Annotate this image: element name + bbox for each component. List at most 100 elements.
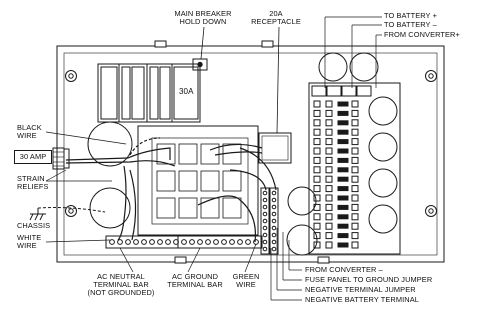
fuse-terminal xyxy=(313,175,321,183)
fuse-terminal xyxy=(351,166,359,174)
terminal-screw xyxy=(173,239,179,245)
fuse-terminal xyxy=(325,222,333,230)
terminal-screw xyxy=(181,239,187,245)
fuse xyxy=(337,176,349,182)
breaker-slot xyxy=(200,197,220,219)
to-battery-positive-label: TO BATTERY + xyxy=(384,11,438,20)
from-converter-positive-label: FROM CONVERTER+ xyxy=(384,30,460,39)
negative-screw xyxy=(271,197,277,203)
fuse xyxy=(337,139,349,145)
negative-battery-terminal-label: NEGATIVE BATTERY TERMINAL xyxy=(305,295,419,304)
fuse-terminal xyxy=(313,156,321,164)
negative-screw xyxy=(262,225,268,231)
breaker-rating-label: 30A xyxy=(179,87,194,96)
branch-breaker-grid xyxy=(156,143,242,219)
fuse-terminal xyxy=(313,119,321,127)
thirty-amp-cord xyxy=(52,147,65,170)
fuse-terminal xyxy=(325,241,333,249)
negative-screw xyxy=(271,190,277,196)
fuse xyxy=(337,233,349,239)
fuse-terminal xyxy=(325,119,333,127)
fuse-terminal xyxy=(351,194,359,202)
main-breaker-block xyxy=(97,63,201,123)
terminal-screw xyxy=(125,239,131,245)
negative-screw xyxy=(271,211,277,217)
fuse-terminal xyxy=(325,185,333,193)
breaker-slot xyxy=(178,170,198,192)
negative-screw xyxy=(262,197,268,203)
terminal-screw xyxy=(189,239,195,245)
fuse-terminal xyxy=(313,232,321,240)
fuse-terminal xyxy=(313,203,321,211)
to-battery-negative-label: TO BATTERY – xyxy=(384,20,437,29)
breaker-slot xyxy=(178,197,198,219)
strain-relief xyxy=(63,148,70,169)
fuse-terminal xyxy=(351,128,359,136)
breaker-slot xyxy=(222,170,242,192)
fuse xyxy=(337,242,349,248)
fuse-terminal xyxy=(313,222,321,230)
fuse-terminal xyxy=(325,100,333,108)
terminal-screw xyxy=(205,239,211,245)
negative-screw xyxy=(262,246,268,252)
fuse xyxy=(337,214,349,220)
fuse-terminal xyxy=(325,203,333,211)
fuse-terminal xyxy=(313,241,321,249)
fuse xyxy=(337,186,349,192)
negative-screw xyxy=(271,218,277,224)
ac-ground-terminal-bar xyxy=(177,235,263,249)
leader-lines xyxy=(45,16,382,301)
fuse-terminal xyxy=(351,203,359,211)
negative-screw xyxy=(262,218,268,224)
fuse xyxy=(337,204,349,210)
fuse-terminal xyxy=(351,156,359,164)
terminal-screw xyxy=(213,239,219,245)
negative-screw xyxy=(262,239,268,245)
from-converter-negative-label: FROM CONVERTER – xyxy=(305,265,383,274)
fuse-terminal xyxy=(351,109,359,117)
thirty-amp-label: 30 AMP xyxy=(14,150,52,164)
panel-outline xyxy=(56,40,445,264)
negative-screw xyxy=(271,225,277,231)
wiring xyxy=(65,137,277,243)
fuse-panel-ground-jumper-label: FUSE PANEL TO GROUND JUMPER xyxy=(305,275,433,284)
fuse-terminal xyxy=(325,138,333,146)
breaker-slot xyxy=(156,143,176,165)
terminal-screw xyxy=(229,239,235,245)
fuse-terminal xyxy=(351,100,359,108)
fuse-terminal xyxy=(351,119,359,127)
chassis-ground-icon xyxy=(29,207,106,221)
terminal-screw xyxy=(133,239,139,245)
fuse-terminal xyxy=(351,213,359,221)
negative-screw xyxy=(262,211,268,217)
breaker-hold-down xyxy=(192,26,208,71)
fuse-terminal xyxy=(351,185,359,193)
fuse-terminal xyxy=(313,185,321,193)
terminal-screw xyxy=(117,239,123,245)
fuse-terminal xyxy=(325,109,333,117)
negative-screw xyxy=(271,232,277,238)
terminal-screw xyxy=(245,239,251,245)
breaker-slot xyxy=(178,143,198,165)
negative-screw xyxy=(271,204,277,210)
fuse xyxy=(337,148,349,154)
fuse xyxy=(337,110,349,116)
negative-screw xyxy=(262,190,268,196)
mounting-holes xyxy=(65,70,437,217)
fuse xyxy=(337,157,349,163)
fuse-terminal xyxy=(325,156,333,164)
fuse-terminal xyxy=(351,232,359,240)
breaker-slot xyxy=(200,170,220,192)
fuse-terminal xyxy=(351,147,359,155)
fuse-terminal xyxy=(351,241,359,249)
fuse-terminal xyxy=(325,147,333,155)
negative-screw xyxy=(262,232,268,238)
terminal-screw xyxy=(109,239,115,245)
fuse-terminal xyxy=(313,138,321,146)
fuse-terminal xyxy=(325,128,333,136)
fuse-terminal xyxy=(313,147,321,155)
